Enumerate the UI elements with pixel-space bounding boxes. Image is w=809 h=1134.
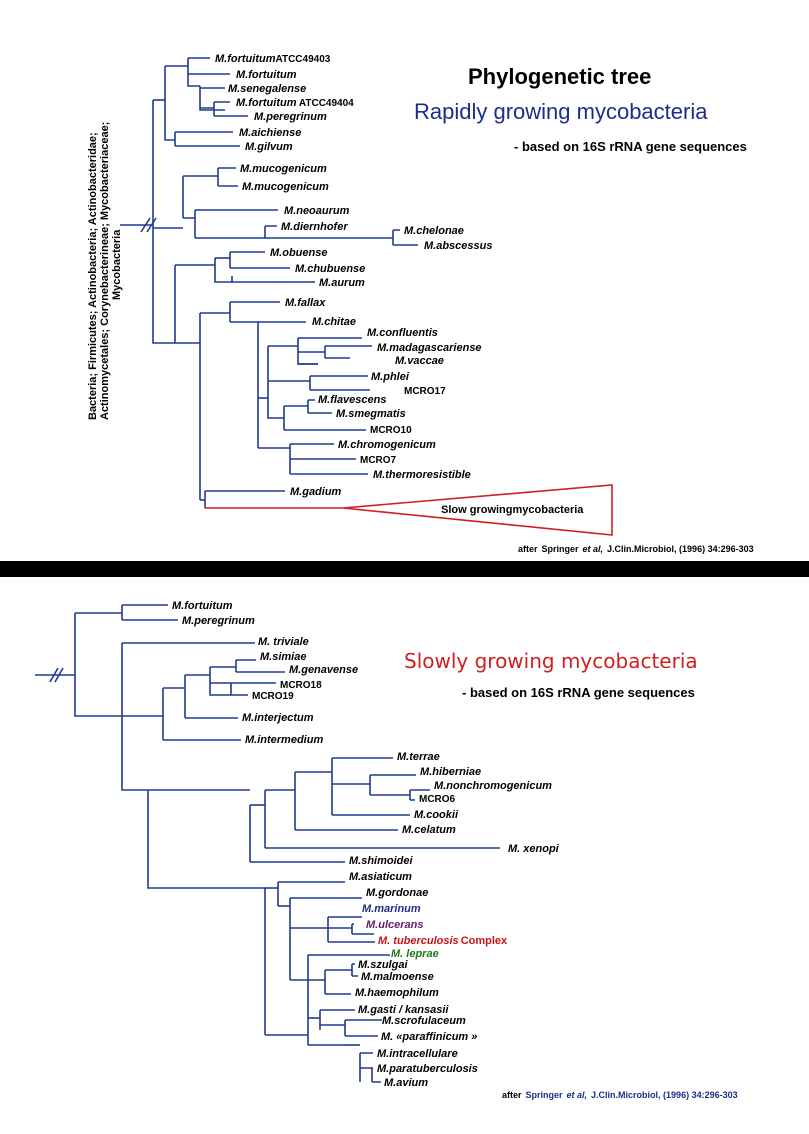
taxon-label: M.chitae [312, 316, 356, 328]
taxon-label: MCRO19 [252, 691, 294, 702]
taxon-label: M.aichiense [239, 127, 301, 139]
taxon-label: M.phlei [371, 371, 410, 383]
taxon-label: M.mucogenicum [240, 163, 327, 175]
taxon-label: M. xenopi [508, 843, 560, 855]
taxon-label: M.gilvum [245, 141, 293, 153]
taxon-label: M.marinum [362, 903, 421, 915]
taxon-label: M.simiae [260, 651, 306, 663]
taxon-label: M.obuense [270, 247, 327, 259]
taxon-label: M.aurum [319, 277, 365, 289]
taxon-label: M.flavescens [318, 394, 386, 406]
taxon-label: MCRO17 [404, 386, 446, 397]
taxon-label: M.malmoense [361, 971, 434, 983]
taxon-label: M.intermedium [245, 734, 323, 746]
taxon-label: M.fortuitum [172, 600, 233, 612]
taxon-label: MCRO6 [419, 794, 456, 805]
taxon-label: M.asiaticum [349, 871, 412, 883]
top-taxa: M.fortuitumATCC49403 M.fortuitum M.seneg… [215, 53, 492, 498]
bottom-taxa: M.fortuitum M.peregrinum M. triviale M.s… [172, 600, 560, 1089]
taxon-label: M.fortuitum ATCC49404 [236, 97, 354, 109]
taxon-label: M.szulgai [358, 959, 408, 971]
taxon-label: M.fortuitum [236, 69, 297, 81]
taxon-label: MCRO10 [370, 425, 412, 436]
taxon-label: M.shimoidei [349, 855, 414, 867]
taxon-label: M.celatum [402, 824, 456, 836]
taxon-label: M.peregrinum [254, 111, 327, 123]
taxon-label: M.thermoresistible [373, 469, 471, 481]
taxon-label: M.hiberniae [420, 766, 481, 778]
taxon-label: M.fortuitumATCC49403 [215, 53, 331, 65]
taxon-label: M.senegalense [228, 83, 306, 95]
taxon-label: M.madagascariense [377, 342, 482, 354]
taxonomy-line-3: Mycobacteria [111, 229, 123, 300]
taxon-label: M.gadium [290, 486, 342, 498]
taxon-label: M.scrofulaceum [382, 1015, 466, 1027]
taxon-label: M.chromogenicum [338, 439, 436, 451]
taxonomy-label: Bacteria; Firmicutes; Actinobacteria; Ac… [87, 122, 123, 420]
top-subtitle: Rapidly growing mycobacteria [414, 99, 708, 124]
taxon-label: M.chelonae [404, 225, 464, 237]
taxon-label: M.chubuense [295, 263, 365, 275]
top-tree-branches [120, 57, 418, 508]
slow-clade-triangle [342, 484, 613, 536]
taxon-label: M. «paraffinicum » [381, 1031, 477, 1043]
taxonomy-line-2: Actinomycetales; Corynebacterineae; Myco… [99, 122, 111, 420]
taxon-label: M.confluentis [367, 327, 438, 339]
bottom-panel: Slowly growing mycobacteria - based on 1… [35, 600, 738, 1100]
panel-divider [0, 561, 809, 577]
bottom-subtitle: Slowly growing mycobacteria [404, 649, 698, 673]
taxon-label: M.neoaurum [284, 205, 350, 217]
taxon-label: M. leprae [391, 948, 439, 960]
taxon-label: M.abscessus [424, 240, 492, 252]
taxon-label: M.ulcerans [366, 919, 423, 931]
taxonomy-line-1: Bacteria; Firmicutes; Actinobacteria; Ac… [87, 132, 99, 420]
taxon-label: M.peregrinum [182, 615, 255, 627]
top-note: - based on 16S rRNA gene sequences [514, 139, 747, 154]
taxon-label: MCRO7 [360, 455, 397, 466]
taxon-label: M.paratuberculosis [377, 1063, 478, 1075]
taxon-label: M.vaccae [395, 355, 444, 367]
taxon-label: M. triviale [258, 636, 309, 648]
slow-clade-label: Slow growingmycobacteria [441, 504, 584, 516]
top-title: Phylogenetic tree [468, 64, 651, 89]
taxon-label: M.cookii [414, 809, 459, 821]
taxon-label: M.nonchromogenicum [434, 780, 552, 792]
taxon-label: M.fallax [285, 297, 326, 309]
top-panel: Phylogenetic tree Rapidly growing mycoba… [87, 53, 754, 554]
taxon-label: M.interjectum [242, 712, 314, 724]
taxon-label: M.intracellulare [377, 1048, 458, 1060]
taxon-label: M.diernhofer [281, 221, 348, 233]
taxon-label: M.avium [384, 1077, 428, 1089]
taxon-label: MCRO18 [280, 680, 322, 691]
taxon-label: M.terrae [397, 751, 440, 763]
taxon-label: M.smegmatis [336, 408, 406, 420]
taxon-label: M.gordonae [366, 887, 428, 899]
taxon-label: M.mucogenicum [242, 181, 329, 193]
taxon-label: M.haemophilum [355, 987, 439, 999]
taxon-label: M.gasti / kansasii [358, 1004, 449, 1016]
taxon-label: M.genavense [289, 664, 358, 676]
bottom-tree-branches [35, 604, 500, 1083]
bottom-note: - based on 16S rRNA gene sequences [462, 685, 695, 700]
